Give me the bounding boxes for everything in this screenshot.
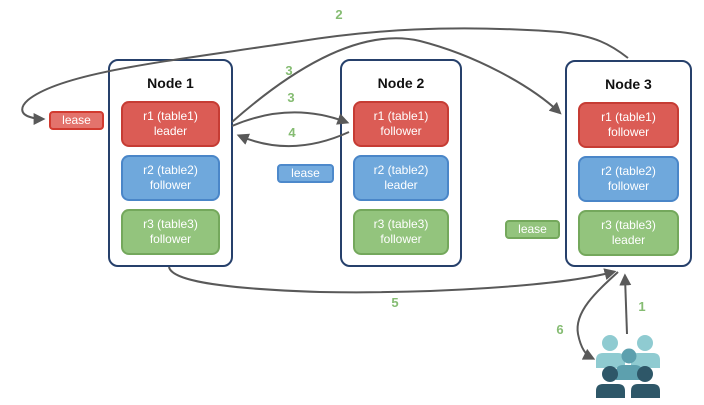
node-3-replica-r3: r3 (table3) leader bbox=[578, 210, 679, 256]
replica-role: leader bbox=[153, 124, 188, 138]
replica-name: r2 (table2) bbox=[143, 163, 198, 177]
replica-role: follower bbox=[149, 178, 192, 192]
step-label-4: 4 bbox=[288, 125, 296, 140]
node-1-replica-r2: r2 (table2) follower bbox=[121, 155, 220, 201]
replica-role: follower bbox=[380, 232, 422, 246]
step-label-3-lower: 3 bbox=[287, 90, 295, 105]
replica-name: r2 (table2) bbox=[373, 163, 429, 177]
arrow-step-3-to-node2 bbox=[231, 111, 350, 127]
replica-name: r3 (table3) bbox=[601, 218, 656, 232]
replica-role: leader bbox=[611, 233, 646, 247]
replica-role: follower bbox=[380, 124, 422, 138]
node-1-replica-r1: r1 (table1) leader bbox=[121, 101, 220, 147]
arrow-step-5 bbox=[168, 266, 617, 294]
step-label-5: 5 bbox=[391, 295, 399, 310]
node-2-replica-r3: r3 (table3) follower bbox=[353, 209, 449, 255]
replica-role: follower bbox=[149, 232, 192, 246]
node-3-replica-r2: r2 (table2) follower bbox=[578, 156, 679, 202]
step-label-3-upper: 3 bbox=[285, 63, 293, 78]
users-group-icon bbox=[596, 335, 660, 398]
node-3-title: Node 3 bbox=[605, 76, 652, 92]
node-3: Node 3 r1 (table1) follower r2 (table2) … bbox=[565, 60, 692, 267]
node-3-replica-r1: r1 (table1) follower bbox=[578, 102, 679, 148]
step-label-1: 1 bbox=[638, 299, 646, 314]
replica-role: leader bbox=[384, 178, 418, 192]
replica-name: r1 (table1) bbox=[143, 109, 198, 123]
replica-role: follower bbox=[607, 179, 650, 193]
lease-badge-blue: lease bbox=[277, 164, 334, 183]
node-2-title: Node 2 bbox=[377, 75, 425, 91]
node-2-replica-r1: r1 (table1) follower bbox=[353, 101, 449, 147]
replica-name: r1 (table1) bbox=[373, 109, 429, 123]
node-2-replica-r2: r2 (table2) leader bbox=[353, 155, 449, 201]
step-label-6: 6 bbox=[556, 322, 564, 337]
lease-badge-red: lease bbox=[49, 111, 104, 130]
node-1-title: Node 1 bbox=[147, 75, 194, 91]
replica-name: r2 (table2) bbox=[601, 164, 656, 178]
arrow-step-1-client-request bbox=[619, 273, 632, 335]
node-2: Node 2 r1 (table1) follower r2 (table2) … bbox=[340, 59, 462, 267]
step-label-2: 2 bbox=[335, 7, 343, 22]
lease-badge-green: lease bbox=[505, 220, 560, 239]
node-1-replica-r3: r3 (table3) follower bbox=[121, 209, 220, 255]
replica-name: r1 (table1) bbox=[601, 110, 656, 124]
replica-role: follower bbox=[607, 125, 650, 139]
replica-name: r3 (table3) bbox=[373, 217, 429, 231]
node-1: Node 1 r1 (table1) leader r2 (table2) fo… bbox=[108, 59, 233, 267]
replica-name: r3 (table3) bbox=[143, 217, 198, 231]
